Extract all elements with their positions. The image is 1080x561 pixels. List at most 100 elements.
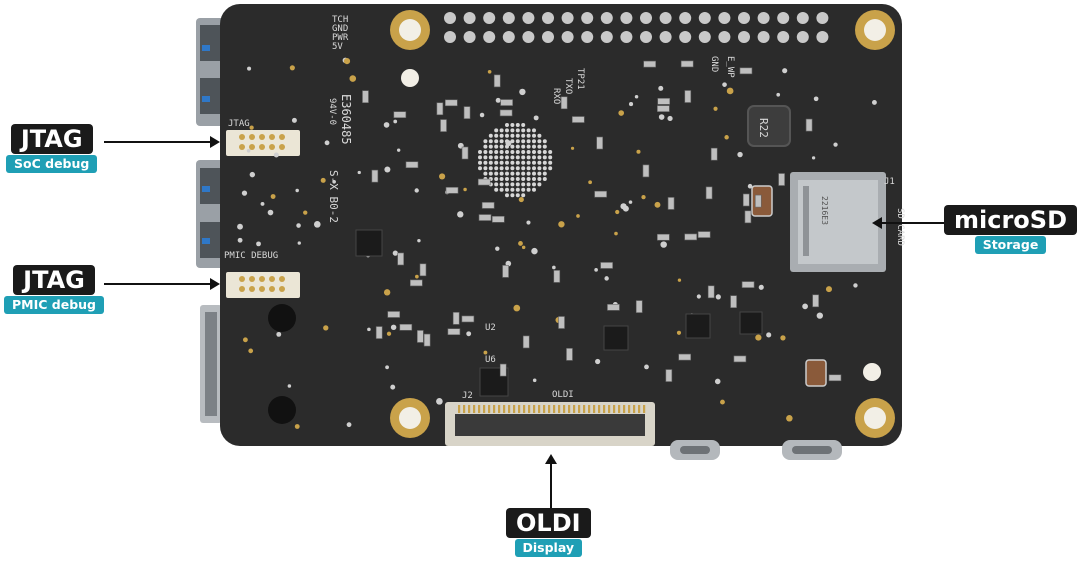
bga-ball [537,139,542,144]
via [766,332,772,338]
bga-ball [526,171,531,176]
via [532,378,537,383]
fpc-pin [543,405,546,413]
jtag-pin [249,276,255,282]
jtag-pin [249,286,255,292]
via [390,384,396,390]
bga-ball [494,133,499,138]
smd-part [778,173,785,186]
via [320,177,326,183]
via [552,265,556,270]
bga-ball [542,155,547,160]
bga-ball [494,166,499,171]
callout-jtag-soc: JTAG SoC debug [6,124,98,173]
smd-part [642,164,650,178]
bga-ball [542,166,547,171]
via [417,238,421,243]
bga-ball [499,144,504,149]
via [518,196,524,203]
callout-jtag-soc-subtitle: SoC debug [6,155,98,173]
bga-ball [510,182,515,187]
smd-part [491,216,505,223]
bga-ball [505,166,509,171]
via [249,125,254,130]
header-pin [698,31,711,43]
sd-card-slot [790,172,886,272]
smd-part [667,197,675,210]
silk-sd-card: SD CARD [895,208,905,246]
bga-ball [542,177,547,181]
smd-part [566,348,573,361]
via [588,180,592,185]
jtag-pin [239,134,245,140]
callout-oldi-subtitle: Display [514,539,583,557]
arrowhead-jtag-soc [210,136,220,148]
smd-part [680,60,694,68]
via [786,415,793,422]
silk-j2: J2 [462,391,473,401]
bga-ball [499,166,504,171]
via [267,209,274,216]
fpc-pin [583,405,586,413]
bga-ball [542,150,547,154]
bga-ball [515,177,520,181]
silk-sd-code: 2216E3 [820,196,829,225]
bga-ball [521,187,526,192]
via [466,331,472,337]
bga-ball [521,133,526,138]
via [383,289,391,296]
header-pin [796,12,809,24]
arrow-jtag-pmic [104,283,212,285]
bga-ball [494,182,499,187]
header-pin [502,31,515,43]
bga-ball [532,187,536,192]
via [479,112,485,118]
callout-microsd-subtitle: Storage [974,236,1047,254]
bga-ball [505,187,509,192]
via [531,247,538,255]
via [276,331,282,337]
bga-ball [478,160,482,165]
via [383,122,390,128]
bga-ball [494,139,499,144]
smd-part [522,335,530,349]
via [676,330,682,335]
via [457,211,464,218]
bga-ball [515,128,520,133]
fpc-pin [538,405,541,413]
standoff-1 [268,304,296,332]
bga-ball [515,187,520,192]
bga-ball [526,144,531,149]
fpc-pin [518,405,521,413]
smd-part [362,90,369,103]
bga-ball [526,187,531,192]
arrowhead-jtag-pmic [210,278,220,290]
header-pin [600,12,613,24]
bga-ball [483,155,488,160]
via [658,85,664,91]
via [614,231,618,236]
header-pin [640,12,652,24]
bga-ball [532,177,536,181]
via [853,283,858,288]
bga-ball [494,128,499,133]
via [495,246,500,251]
bga-ball [542,139,547,144]
bga-ball [510,193,515,198]
bga-ball [521,166,526,171]
bga-ball [526,150,531,154]
via [241,190,248,196]
header-pin [757,12,770,24]
bga-ball [521,177,526,181]
bga-ball [548,160,553,165]
jtag-pin [259,144,265,150]
silk-rev: S-X B0-2 [327,170,340,223]
bga-ball [537,182,542,187]
bga-ball [510,133,515,138]
bga-ball [478,150,482,154]
bga-ball [537,144,542,149]
bga-ball [499,150,504,154]
via [291,117,297,123]
bga-ball [515,155,520,160]
